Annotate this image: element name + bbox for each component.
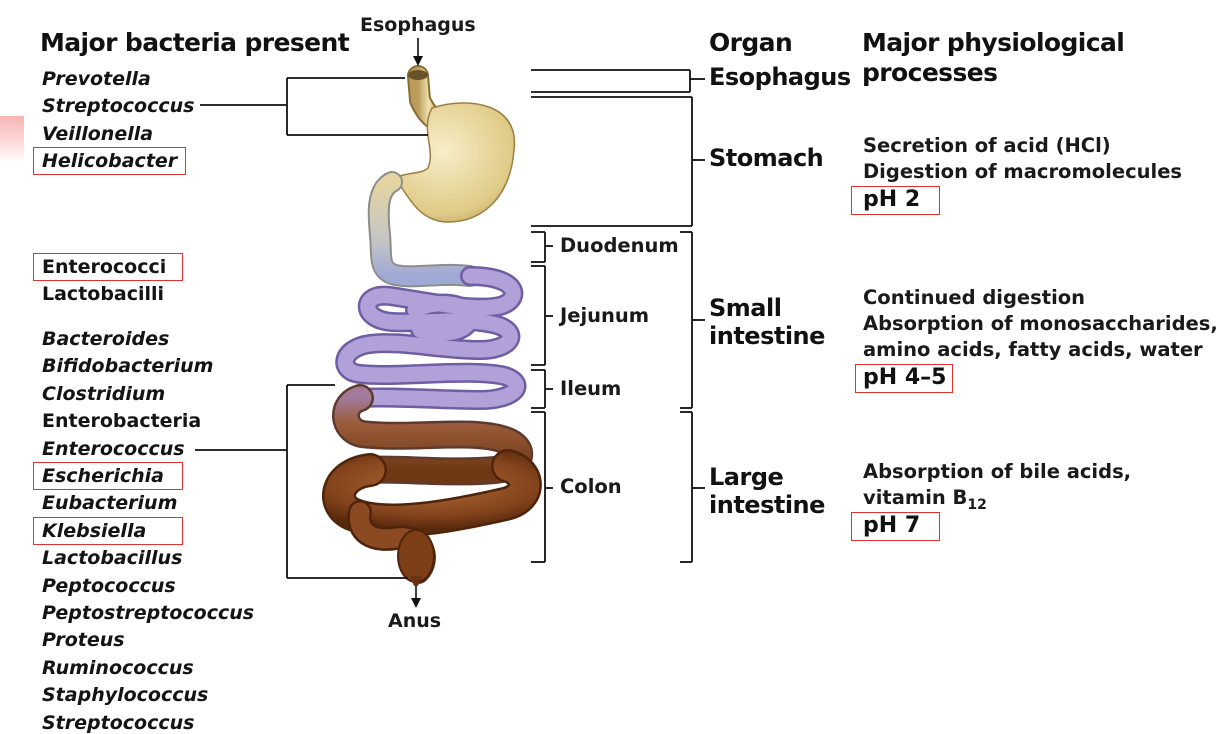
ileum-label: Ileum: [560, 379, 621, 399]
small-intestine-process-1: Continued digestion: [863, 286, 1085, 310]
small-intestine-ph-highlight-box: [855, 364, 953, 393]
organ-large-intestine-line1: Large: [709, 464, 783, 491]
duodenum-label: Duodenum: [560, 236, 679, 256]
stomach-illustration: [384, 103, 514, 222]
small-intestine-process-2: Absorption of monosaccharides,: [863, 312, 1218, 336]
small-intestine-process-3: amino acids, fatty acids, water: [863, 338, 1203, 362]
stomach-process-2: Digestion of macromolecules: [863, 160, 1182, 184]
large-intestine-process-1: Absorption of bile acids,: [863, 460, 1131, 484]
jejunum-label: Jejunum: [560, 306, 649, 326]
stomach-process-1: Secretion of acid (HCl): [863, 134, 1111, 158]
organ-large-intestine-line2: intestine: [709, 492, 825, 519]
organ-small-intestine-line2: intestine: [709, 323, 825, 350]
organ-stomach: Stomach: [709, 145, 823, 172]
organ-esophagus: Esophagus: [709, 64, 851, 91]
large-intestine-ph-highlight-box: [851, 512, 940, 541]
colon-label: Colon: [560, 477, 622, 497]
small-intestine-illustration: [345, 276, 516, 400]
vitamin-subscript: 12: [967, 497, 986, 513]
stomach-ph-highlight-box: [851, 186, 940, 215]
vitamin-label: vitamin B: [863, 486, 967, 509]
organ-small-intestine-line1: Small: [709, 295, 781, 322]
